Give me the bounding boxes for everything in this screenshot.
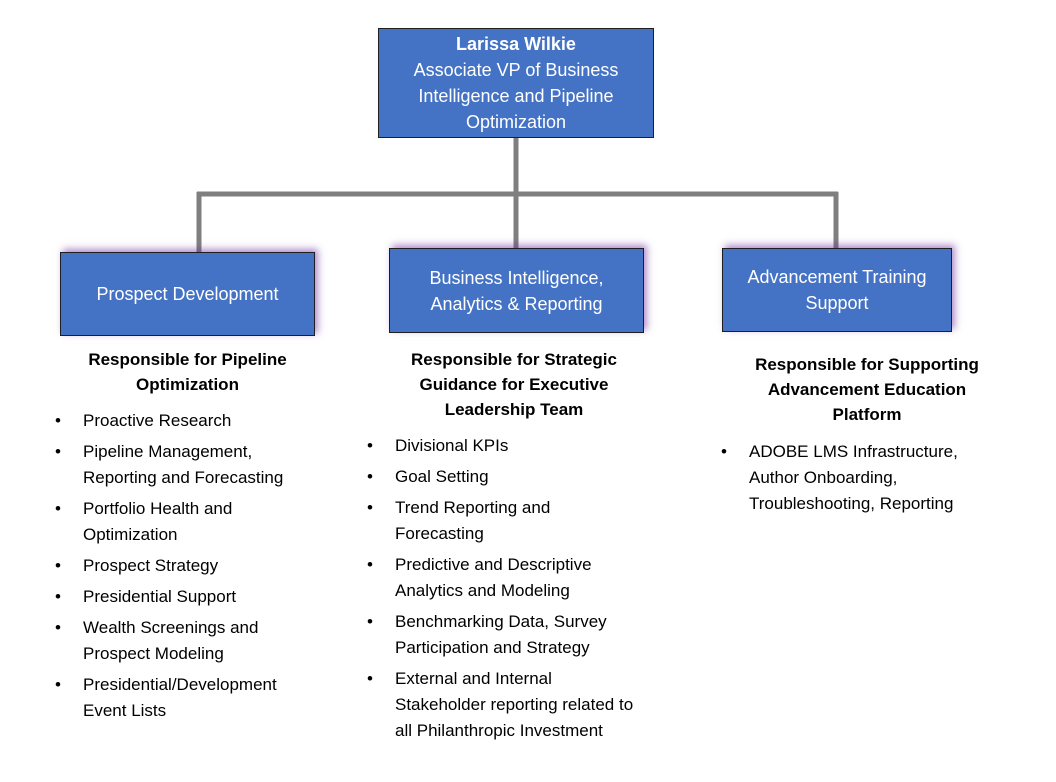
prospect-development-list: • Proactive Research • Pipeline Management… xyxy=(55,408,355,729)
item-line: Benchmarking Data, Survey xyxy=(395,612,607,631)
advancement-training-heading: Responsible for Supporting Advancement E… xyxy=(722,352,1012,427)
heading-line: Optimization xyxy=(136,375,239,394)
bullet-icon: • xyxy=(55,411,61,430)
item-line: Participation and Strategy xyxy=(395,638,590,657)
bullet-icon: • xyxy=(55,499,61,518)
advancement-training-box-line-2: Support xyxy=(805,293,869,313)
prospect-development-heading: Responsible for Pipeline Optimization xyxy=(60,347,315,397)
advancement-training-box-line-1: Advancement Training xyxy=(747,267,927,287)
list-item: • ADOBE LMS Infrastructure, Author Onboard… xyxy=(721,439,1021,517)
prospect-development-box-label: Prospect Development xyxy=(96,284,279,304)
item-line: Troubleshooting, Reporting xyxy=(749,494,954,513)
heading-line: Responsible for Pipeline xyxy=(88,350,287,369)
heading-line: Responsible for Strategic xyxy=(411,350,617,369)
item-line: Analytics and Modeling xyxy=(395,581,570,600)
vp-title-line-3: Optimization xyxy=(465,112,567,132)
item-line: Proactive Research xyxy=(83,411,232,430)
heading-line: Guidance for Executive xyxy=(419,375,609,394)
advancement-training-list: • ADOBE LMS Infrastructure, Author Onboard… xyxy=(721,439,1021,522)
item-line: Optimization xyxy=(83,525,178,544)
heading-line: Responsible for Supporting xyxy=(755,355,979,374)
bullet-icon: • xyxy=(55,556,61,575)
list-item: • Presidential Support xyxy=(55,584,355,610)
business-intelligence-box-line-1: Business Intelligence, xyxy=(429,267,604,288)
bullet-icon: • xyxy=(367,498,373,517)
bullet-icon: • xyxy=(367,669,373,688)
list-item: • Pipeline Management, Reporting and Forec… xyxy=(55,439,355,491)
bullet-icon: • xyxy=(55,587,61,606)
bullet-icon: • xyxy=(367,612,373,631)
heading-line: Advancement Education xyxy=(767,380,967,399)
list-item: • Divisional KPIs xyxy=(367,433,677,459)
item-line: Forecasting xyxy=(395,524,484,543)
heading-line: Leadership Team xyxy=(444,400,584,419)
item-line: Presidential Support xyxy=(83,587,237,606)
vp-title-line-1: Associate VP of Business xyxy=(413,60,619,80)
item-line: Goal Setting xyxy=(395,467,489,486)
vp-box: Larissa Wilkie Associate VP of Business … xyxy=(378,28,654,138)
vp-title-line-2: Intelligence and Pipeline xyxy=(418,86,614,106)
item-line: Event Lists xyxy=(83,701,167,720)
item-line: ADOBE LMS Infrastructure, xyxy=(749,442,958,461)
item-line: Presidential/Development xyxy=(83,675,277,694)
advancement-training-box: Advancement Training Support xyxy=(722,248,952,332)
list-item: • Goal Setting xyxy=(367,464,677,490)
bullet-icon: • xyxy=(367,467,373,486)
bullet-icon: • xyxy=(367,436,373,455)
item-line: Divisional KPIs xyxy=(395,436,509,455)
business-intelligence-heading: Responsible for Strategic Guidance for E… xyxy=(374,347,654,422)
bullet-icon: • xyxy=(55,675,61,694)
item-line: External and Internal xyxy=(395,669,552,688)
business-intelligence-list: • Divisional KPIs • Goal Setting • Trend Re… xyxy=(367,433,677,749)
business-intelligence-box: Business Intelligence, Analytics & Repor… xyxy=(389,248,644,333)
bullet-icon: • xyxy=(55,618,61,637)
bullet-icon: • xyxy=(721,442,727,461)
bullet-icon: • xyxy=(55,442,61,461)
business-intelligence-box-line-2: Analytics & Reporting xyxy=(430,293,603,314)
item-line: Wealth Screenings and xyxy=(83,618,259,637)
vp-name: Larissa Wilkie xyxy=(456,34,576,54)
item-line: Prospect Modeling xyxy=(83,644,224,663)
item-line: Prospect Strategy xyxy=(83,556,219,575)
item-line: all Philanthropic Investment xyxy=(395,721,603,740)
item-line: Pipeline Management, xyxy=(83,442,253,461)
item-line: Portfolio Health and xyxy=(83,499,233,518)
heading-line: Platform xyxy=(832,405,902,424)
prospect-development-box: Prospect Development xyxy=(60,252,315,336)
item-line: Reporting and Forecasting xyxy=(83,468,284,487)
item-line: Author Onboarding, xyxy=(749,468,898,487)
list-item: • Proactive Research xyxy=(55,408,355,434)
item-line: Trend Reporting and xyxy=(395,498,551,517)
bullet-icon: • xyxy=(367,555,373,574)
list-item: • Prospect Strategy xyxy=(55,553,355,579)
item-line: Predictive and Descriptive xyxy=(395,555,592,574)
item-line: Stakeholder reporting related to xyxy=(395,695,634,714)
